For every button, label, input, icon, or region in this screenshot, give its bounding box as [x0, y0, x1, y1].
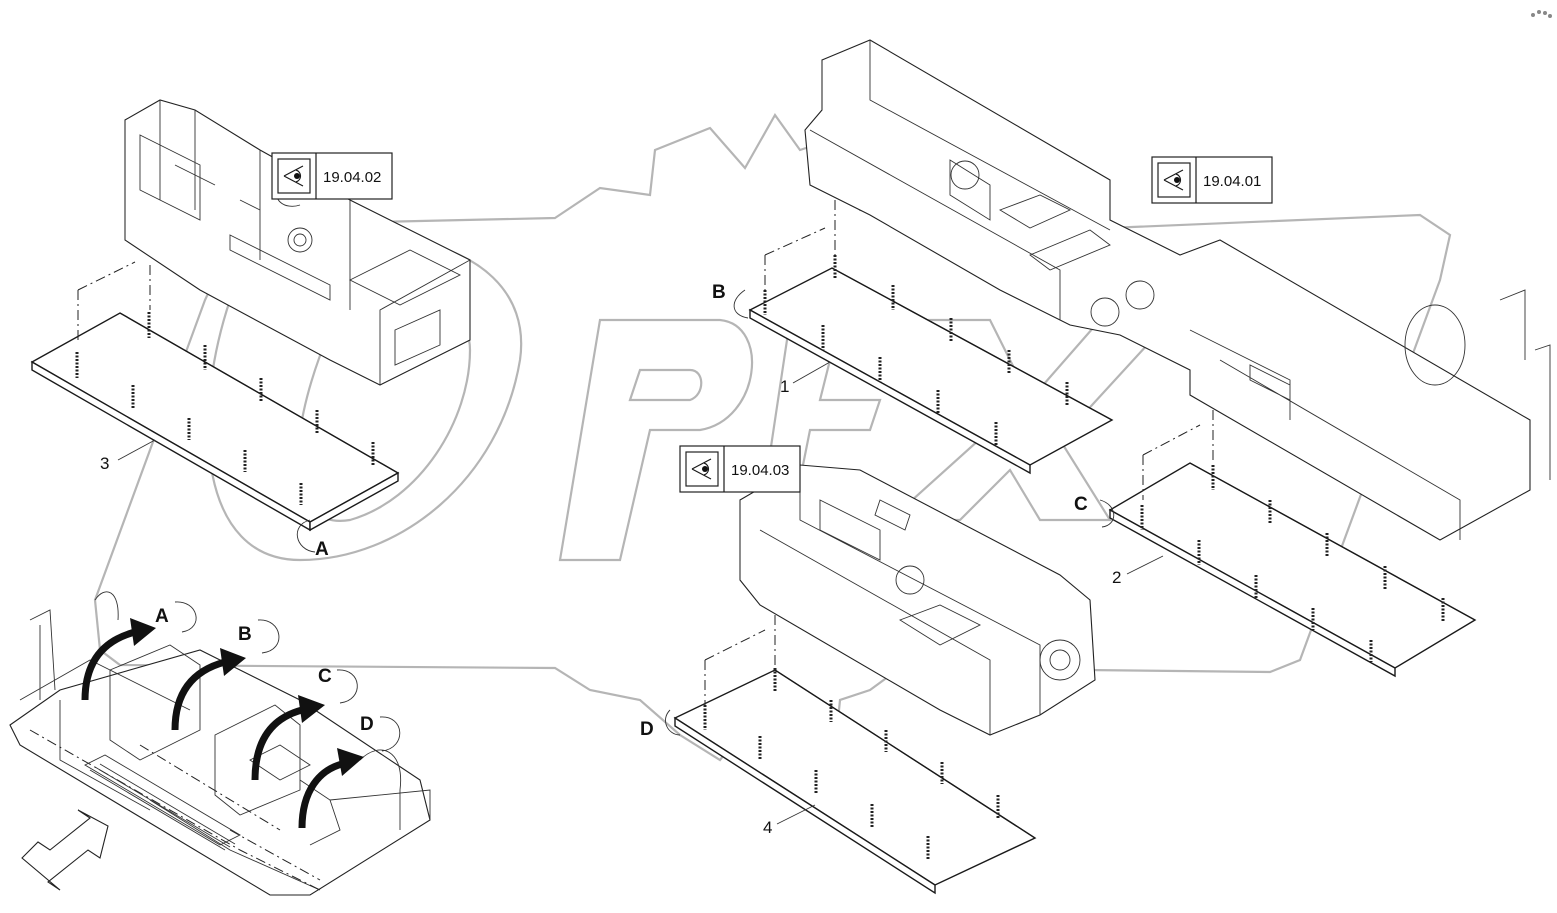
part-number-3: 3	[100, 439, 156, 473]
svg-text:3: 3	[100, 454, 109, 473]
eye-icon-pupil	[702, 466, 708, 472]
overview-machine	[9, 591, 431, 896]
part-4-plate	[673, 615, 1037, 895]
part-number-2: 2	[1112, 555, 1164, 587]
overview-callout-d: D	[360, 714, 374, 735]
detail-callout-b: B	[712, 282, 749, 319]
eye-icon	[283, 165, 304, 187]
svg-text:1: 1	[780, 377, 789, 396]
ref-box-19-04-01[interactable]: 19.04.01	[1151, 156, 1273, 204]
arrow-d	[298, 760, 344, 829]
svg-text:C: C	[1074, 494, 1088, 515]
arrow-c	[251, 706, 304, 781]
overview-callout-c: C	[318, 666, 332, 687]
svg-text:19.04.01: 19.04.01	[1203, 173, 1261, 190]
eye-icon	[691, 458, 712, 480]
svg-text:19.04.02: 19.04.02	[323, 169, 381, 186]
svg-text:2: 2	[1112, 568, 1121, 587]
overview-callouts: A B C D	[155, 601, 401, 752]
part-2-plate	[1108, 410, 1477, 678]
svg-text:4: 4	[763, 818, 772, 837]
arrow-a	[81, 628, 136, 701]
svg-text:D: D	[640, 719, 654, 740]
overview-callout-b: B	[238, 624, 252, 645]
frame-assembly-a	[124, 99, 471, 386]
corner-marks-icon	[1531, 10, 1552, 18]
detail-callout-a: A	[296, 519, 329, 560]
part-3-plate	[30, 261, 400, 532]
frame-assembly-d	[739, 464, 1096, 736]
frame-assembly-bc	[804, 39, 1551, 541]
arrow-b	[171, 658, 226, 731]
ref-box-19-04-02[interactable]: 19.04.02	[271, 152, 393, 200]
eye-icon-pupil	[294, 173, 300, 179]
svg-text:B: B	[712, 282, 726, 303]
part-3-studs	[75, 312, 375, 505]
part-4-studs	[703, 668, 1000, 860]
svg-text:A: A	[315, 539, 329, 560]
ref-box-19-04-03[interactable]: 19.04.03	[679, 445, 801, 493]
svg-text:19.04.03: 19.04.03	[731, 462, 789, 479]
eye-icon-pupil	[1174, 177, 1180, 183]
overview-arrows	[81, 618, 364, 829]
eye-icon	[1163, 169, 1184, 191]
part-2-studs	[1140, 465, 1445, 662]
detail-callout-c: C	[1074, 494, 1115, 528]
detail-callout-d: D	[640, 709, 681, 740]
part-number-4: 4	[763, 804, 816, 837]
overview-callout-a: A	[155, 606, 169, 627]
part-1-plate	[748, 200, 1114, 475]
view-direction-arrow	[21, 809, 109, 891]
part-number-1: 1	[780, 361, 831, 396]
part-1-studs	[763, 255, 1069, 446]
